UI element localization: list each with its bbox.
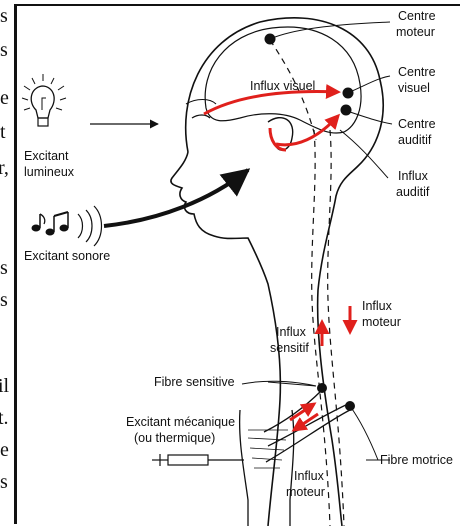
light-bulb-icon	[22, 74, 66, 126]
label-influx-auditif-2: auditif	[396, 185, 430, 199]
label-centre-visuel-1: Centre	[398, 65, 436, 79]
label-influx-sensitif-2: sensitif	[270, 341, 309, 355]
label-excitant-lumineux-2: lumineux	[24, 165, 75, 179]
music-notes-icon	[32, 206, 102, 246]
label-influx-auditif-1: Influx	[398, 169, 429, 183]
label-excitant-sonore: Excitant sonore	[24, 249, 110, 263]
label-influx-moteur-top-1: Influx	[362, 299, 393, 313]
label-fibre-motrice: Fibre motrice	[380, 453, 453, 467]
label-centre-moteur-2: moteur	[396, 25, 435, 39]
centre-moteur-dot	[265, 34, 276, 45]
label-centre-auditif-2: auditif	[398, 133, 432, 147]
label-influx-visuel: Influx visuel	[250, 79, 315, 93]
brow	[186, 100, 216, 105]
eye	[192, 115, 210, 118]
label-centre-visuel-2: visuel	[398, 81, 430, 95]
label-influx-moteur-bottom-2: moteur	[286, 485, 325, 499]
sound-arrow	[104, 170, 248, 226]
label-excitant-mecanique-2: (ou thermique)	[134, 431, 215, 445]
limb	[240, 410, 248, 526]
label-influx-moteur-bottom-1: Influx	[294, 469, 325, 483]
label-centre-auditif-1: Centre	[398, 117, 436, 131]
syringe-icon	[152, 454, 244, 466]
influx-auditif-arrow	[276, 116, 338, 145]
influx-visuel-arrow	[204, 92, 338, 114]
label-influx-sensitif-1: Influx	[276, 325, 307, 339]
face-profile	[171, 152, 280, 526]
centre-visuel-dot	[343, 88, 354, 99]
centre-auditif-dot	[341, 105, 352, 116]
label-fibre-sensitive: Fibre sensitive	[154, 375, 235, 389]
label-excitant-mecanique-1: Excitant mécanique	[126, 415, 235, 429]
label-excitant-lumineux-1: Excitant	[24, 149, 69, 163]
sensory-neuron-dot	[317, 383, 327, 393]
label-influx-moteur-top-2: moteur	[362, 315, 401, 329]
label-centre-moteur-1: Centre	[398, 9, 436, 23]
